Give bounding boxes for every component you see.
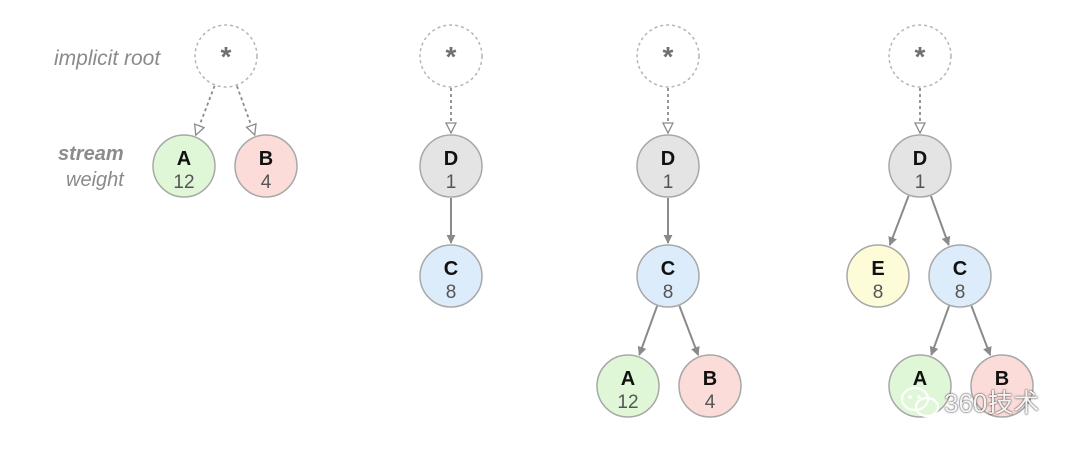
node-circle	[636, 134, 700, 198]
node-name: B	[995, 368, 1009, 390]
node-circle	[970, 354, 1034, 418]
node-circle	[419, 244, 483, 308]
implicit-root-label: implicit root	[54, 47, 161, 70]
node-weight: 4	[261, 172, 272, 193]
stream-node-d-tree-2: D1	[419, 134, 483, 198]
node-circle	[888, 134, 952, 198]
node-weight: 8	[873, 282, 884, 303]
edge-c-to-b-tree-3	[678, 305, 700, 357]
weight-label: weight	[66, 169, 124, 191]
edge-c-to-b-tree-4	[970, 305, 992, 357]
stream-node-e-tree-4: E8	[846, 244, 910, 308]
edge-d-to-e-tree-4	[888, 195, 910, 247]
node-weight: 12	[617, 392, 638, 413]
node-name: D	[913, 148, 927, 170]
node-name: A	[621, 368, 635, 390]
root-circle	[419, 24, 483, 88]
node-circle	[636, 244, 700, 308]
root-circle	[636, 24, 700, 88]
stream-node-b-tree-4: B	[970, 354, 1034, 418]
watermark-text: 360技术	[944, 388, 1040, 418]
node-name: A	[177, 148, 191, 170]
node-name: A	[913, 368, 927, 390]
node-circle	[846, 244, 910, 308]
node-weight: 1	[663, 172, 674, 193]
stream-node-c-tree-4: C8	[928, 244, 992, 308]
stream-node-a-tree-3: A12	[596, 354, 660, 418]
stream-node-c-tree-2: C8	[419, 244, 483, 308]
root-asterisk: *	[446, 41, 457, 72]
edge-c-to-a-tree-4	[929, 305, 951, 356]
implicit-root-node-tree-3: *	[636, 24, 700, 88]
node-name: C	[661, 258, 675, 280]
implicit-root-node-tree-1: *	[194, 24, 258, 88]
node-name: B	[259, 148, 273, 170]
node-circle	[419, 134, 483, 198]
root-asterisk: *	[915, 41, 926, 72]
node-weight: 8	[955, 282, 966, 303]
edge-root-to-a-tree-1	[196, 85, 216, 135]
node-circle	[152, 134, 216, 198]
root-asterisk: *	[663, 41, 674, 72]
node-weight: 12	[173, 172, 194, 193]
edges-layer	[196, 85, 992, 357]
node-name: D	[661, 148, 675, 170]
stream-node-b-tree-3: B4	[678, 354, 742, 418]
node-weight: 8	[446, 282, 457, 303]
wechat-icon	[900, 386, 940, 417]
root-asterisk: *	[221, 41, 232, 72]
watermark: 360技术	[900, 383, 1039, 420]
node-weight: 1	[446, 172, 457, 193]
stream-node-d-tree-4: D1	[888, 134, 952, 198]
node-circle	[678, 354, 742, 418]
node-name: B	[703, 368, 717, 390]
stream-node-d-tree-3: D1	[636, 134, 700, 198]
root-circle	[194, 24, 258, 88]
implicit-root-node-tree-2: *	[419, 24, 483, 88]
root-circle	[888, 24, 952, 88]
node-weight: 8	[663, 282, 674, 303]
edge-root-to-b-tree-1	[236, 85, 255, 135]
edge-d-to-c-tree-4	[929, 195, 951, 246]
node-name: C	[953, 258, 967, 280]
node-weight: 4	[705, 392, 716, 413]
node-name: C	[444, 258, 458, 280]
stream-node-a-tree-1: A12	[152, 134, 216, 198]
implicit-root-node-tree-4: *	[888, 24, 952, 88]
node-circle	[928, 244, 992, 308]
stream-node-c-tree-3: C8	[636, 244, 700, 308]
stream-label: stream	[58, 143, 124, 165]
node-name: D	[444, 148, 458, 170]
edge-c-to-a-tree-3	[637, 305, 659, 356]
node-circle	[234, 134, 298, 198]
node-circle	[596, 354, 660, 418]
stream-node-b-tree-1: B4	[234, 134, 298, 198]
node-name: E	[871, 258, 884, 280]
node-weight: 1	[915, 172, 926, 193]
